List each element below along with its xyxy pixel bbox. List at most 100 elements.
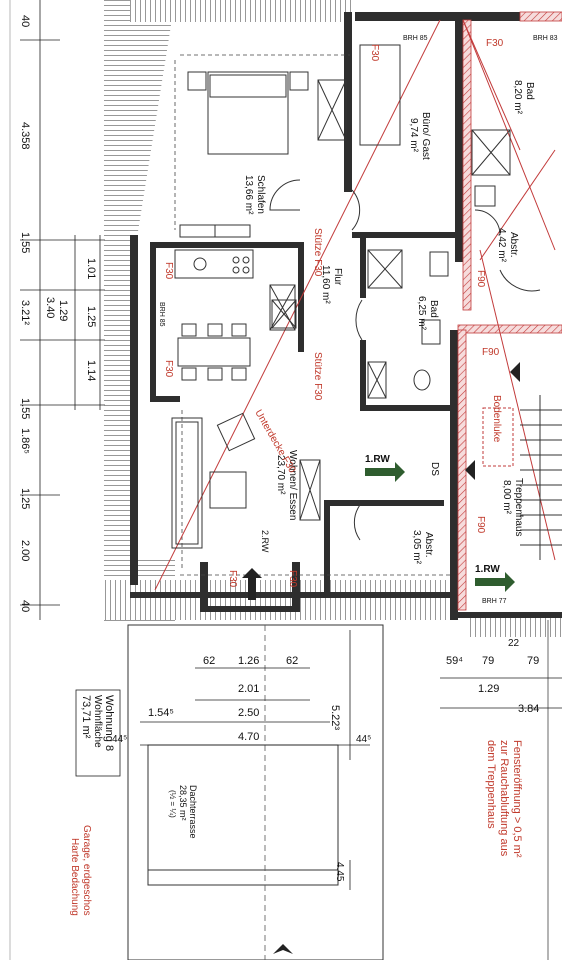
- arrow-stair-1: [510, 362, 520, 382]
- roof-hatch-right-bottom: [470, 615, 562, 637]
- wall-right-upper: [455, 12, 463, 262]
- rw-label-3: 2.RW: [260, 530, 270, 553]
- washbasin: [429, 251, 449, 277]
- door-bad: [355, 299, 363, 341]
- dim-bottom-11: 59⁴: [446, 655, 463, 667]
- dim-bottom-15: 1.29: [478, 683, 499, 695]
- label-treppenhaus: Treppenhaus: [513, 478, 524, 537]
- door-schlafen: [269, 179, 301, 211]
- rw-label-1: 1.RW: [365, 454, 390, 465]
- dim-bottom-8: 4.70: [238, 731, 259, 743]
- apartment-box: [75, 689, 121, 777]
- dim-bottom-2: 62: [286, 655, 298, 667]
- dims-left: 40 4.358 1.01 1.25 1.14 1.29 3.40 3.21² …: [19, 15, 97, 612]
- firewall-stair-top: [457, 324, 562, 334]
- washbasin-top: [474, 185, 496, 207]
- bad-cabinet: [367, 361, 387, 399]
- garage-note-line-2: Harte Bedachung: [69, 838, 80, 916]
- f90-label-1: F90: [475, 270, 486, 288]
- wall-abstr-left: [324, 500, 330, 595]
- brh-top: BRH 85: [403, 35, 428, 42]
- dim-bottom-13: 79: [527, 655, 539, 667]
- toilet-2: [413, 369, 431, 391]
- tv-board: [299, 459, 321, 521]
- label-abstr-top: Abstr.: [508, 232, 519, 258]
- wall-abstr-top: [324, 500, 444, 506]
- stuetze-label-1: Stütze F30: [312, 228, 323, 277]
- apartment-area: 73,71 m²: [80, 695, 92, 739]
- label-abstr-bottom: Abstr.: [423, 532, 434, 558]
- coffee-table: [209, 471, 247, 509]
- f30-label-3: F30: [163, 360, 174, 378]
- dim-left-13: 40: [19, 600, 31, 612]
- label-bad: Bad: [428, 300, 439, 318]
- area-wohnen: 23,70 m²: [275, 455, 286, 495]
- escape-arrow-2: [475, 572, 515, 592]
- brh-85: BRH 85: [158, 302, 165, 327]
- dim-bottom-16: 3.84: [518, 703, 539, 715]
- fenster-note: Fensteröffnung > 0,5 m² zur Rauchabluftu…: [485, 740, 523, 858]
- door-abstr-top: [474, 209, 501, 236]
- nightstand-2: [289, 71, 309, 91]
- shower-top: [471, 129, 511, 176]
- kitchen-counter: [174, 249, 254, 279]
- roof-hatch-bottom: [104, 580, 454, 620]
- wall-buero-left: [344, 12, 352, 192]
- bed-pillow: [209, 74, 287, 98]
- stuetze-label-2: Stütze F30: [312, 352, 323, 401]
- flur-cabinet: [271, 299, 297, 329]
- nightstand-1: [187, 71, 207, 91]
- f30-label-1: F30: [369, 44, 380, 62]
- label-buero: Büro/ Gast: [420, 112, 431, 160]
- f30-label-4: F30: [227, 570, 238, 588]
- fenster-note-line-3: dem Treppenhaus: [485, 740, 497, 829]
- label-flur: Flur: [332, 268, 343, 286]
- escape-arrow-1: [365, 462, 405, 482]
- brh-83: BRH 83: [533, 35, 558, 42]
- wc: [421, 319, 441, 345]
- dim-left-4: 1.14: [85, 360, 97, 381]
- f90-label-2: F90: [482, 347, 500, 358]
- area-bad: 6,25 m²: [416, 296, 427, 331]
- wall-bad-bottom: [360, 405, 460, 411]
- dim-bottom-1: 1.26: [238, 655, 259, 667]
- sink: [193, 257, 207, 271]
- red-diagonal-4: [462, 19, 556, 251]
- dining-table: [177, 337, 251, 367]
- area-schlafen: 13,66 m²: [243, 175, 254, 215]
- roof-hatch-left: [104, 0, 130, 625]
- f30-label-5: F30: [287, 570, 298, 588]
- label-bad-top: Bad: [524, 82, 535, 100]
- wall-stair-left: [450, 330, 458, 620]
- wall-stair-bottom: [450, 612, 562, 618]
- sofa: [171, 417, 203, 549]
- bodenluke-label: Bodenluke: [491, 395, 502, 443]
- area-dachterrasse: 28,35 m²: [178, 785, 188, 821]
- garage-note-line-1: Garage, erdgeschos: [81, 825, 92, 916]
- wall-window-right: [292, 562, 300, 610]
- dim-left-0: 40: [19, 15, 31, 27]
- dims-bottom: 62 1.26 62 2.01 1.54⁵ 2.50 5.22³ 44⁵ 4.7…: [112, 638, 539, 882]
- dim-bottom-3: 2.01: [238, 683, 259, 695]
- dim-bottom-7: 44⁵: [112, 734, 127, 745]
- dim-bottom-12: 79: [482, 655, 494, 667]
- red-diagonal-2: [479, 149, 556, 261]
- dim-left-3: 1.25: [85, 306, 97, 327]
- shower: [367, 249, 403, 289]
- wall-buero-bottom: [352, 232, 464, 238]
- label-dachterrasse: Dachterrasse: [188, 785, 198, 839]
- escape-arrow-3: [242, 568, 262, 600]
- garage-note: Garage, erdgeschos Harte Bedachung: [69, 825, 92, 916]
- area-bad-top: 8,20 m²: [512, 80, 523, 115]
- note-dachterrasse: (½ = ¼): [168, 790, 177, 818]
- fenster-note-line-1: Fensteröffnung > 0,5 m²: [511, 740, 523, 858]
- f30-label-top-right: F30: [486, 38, 504, 49]
- bodenluke-hatch: [482, 407, 514, 467]
- dim-left-7: 3.21²: [19, 300, 31, 325]
- roof-hatch-left-slope: [130, 0, 175, 250]
- area-abstr-top: 4,42 m²: [496, 228, 507, 263]
- fridge: [269, 284, 296, 331]
- rw-label-2: 1.RW: [475, 564, 500, 575]
- door-abstr: [353, 504, 361, 541]
- area-buero: 9,74 m²: [408, 118, 419, 153]
